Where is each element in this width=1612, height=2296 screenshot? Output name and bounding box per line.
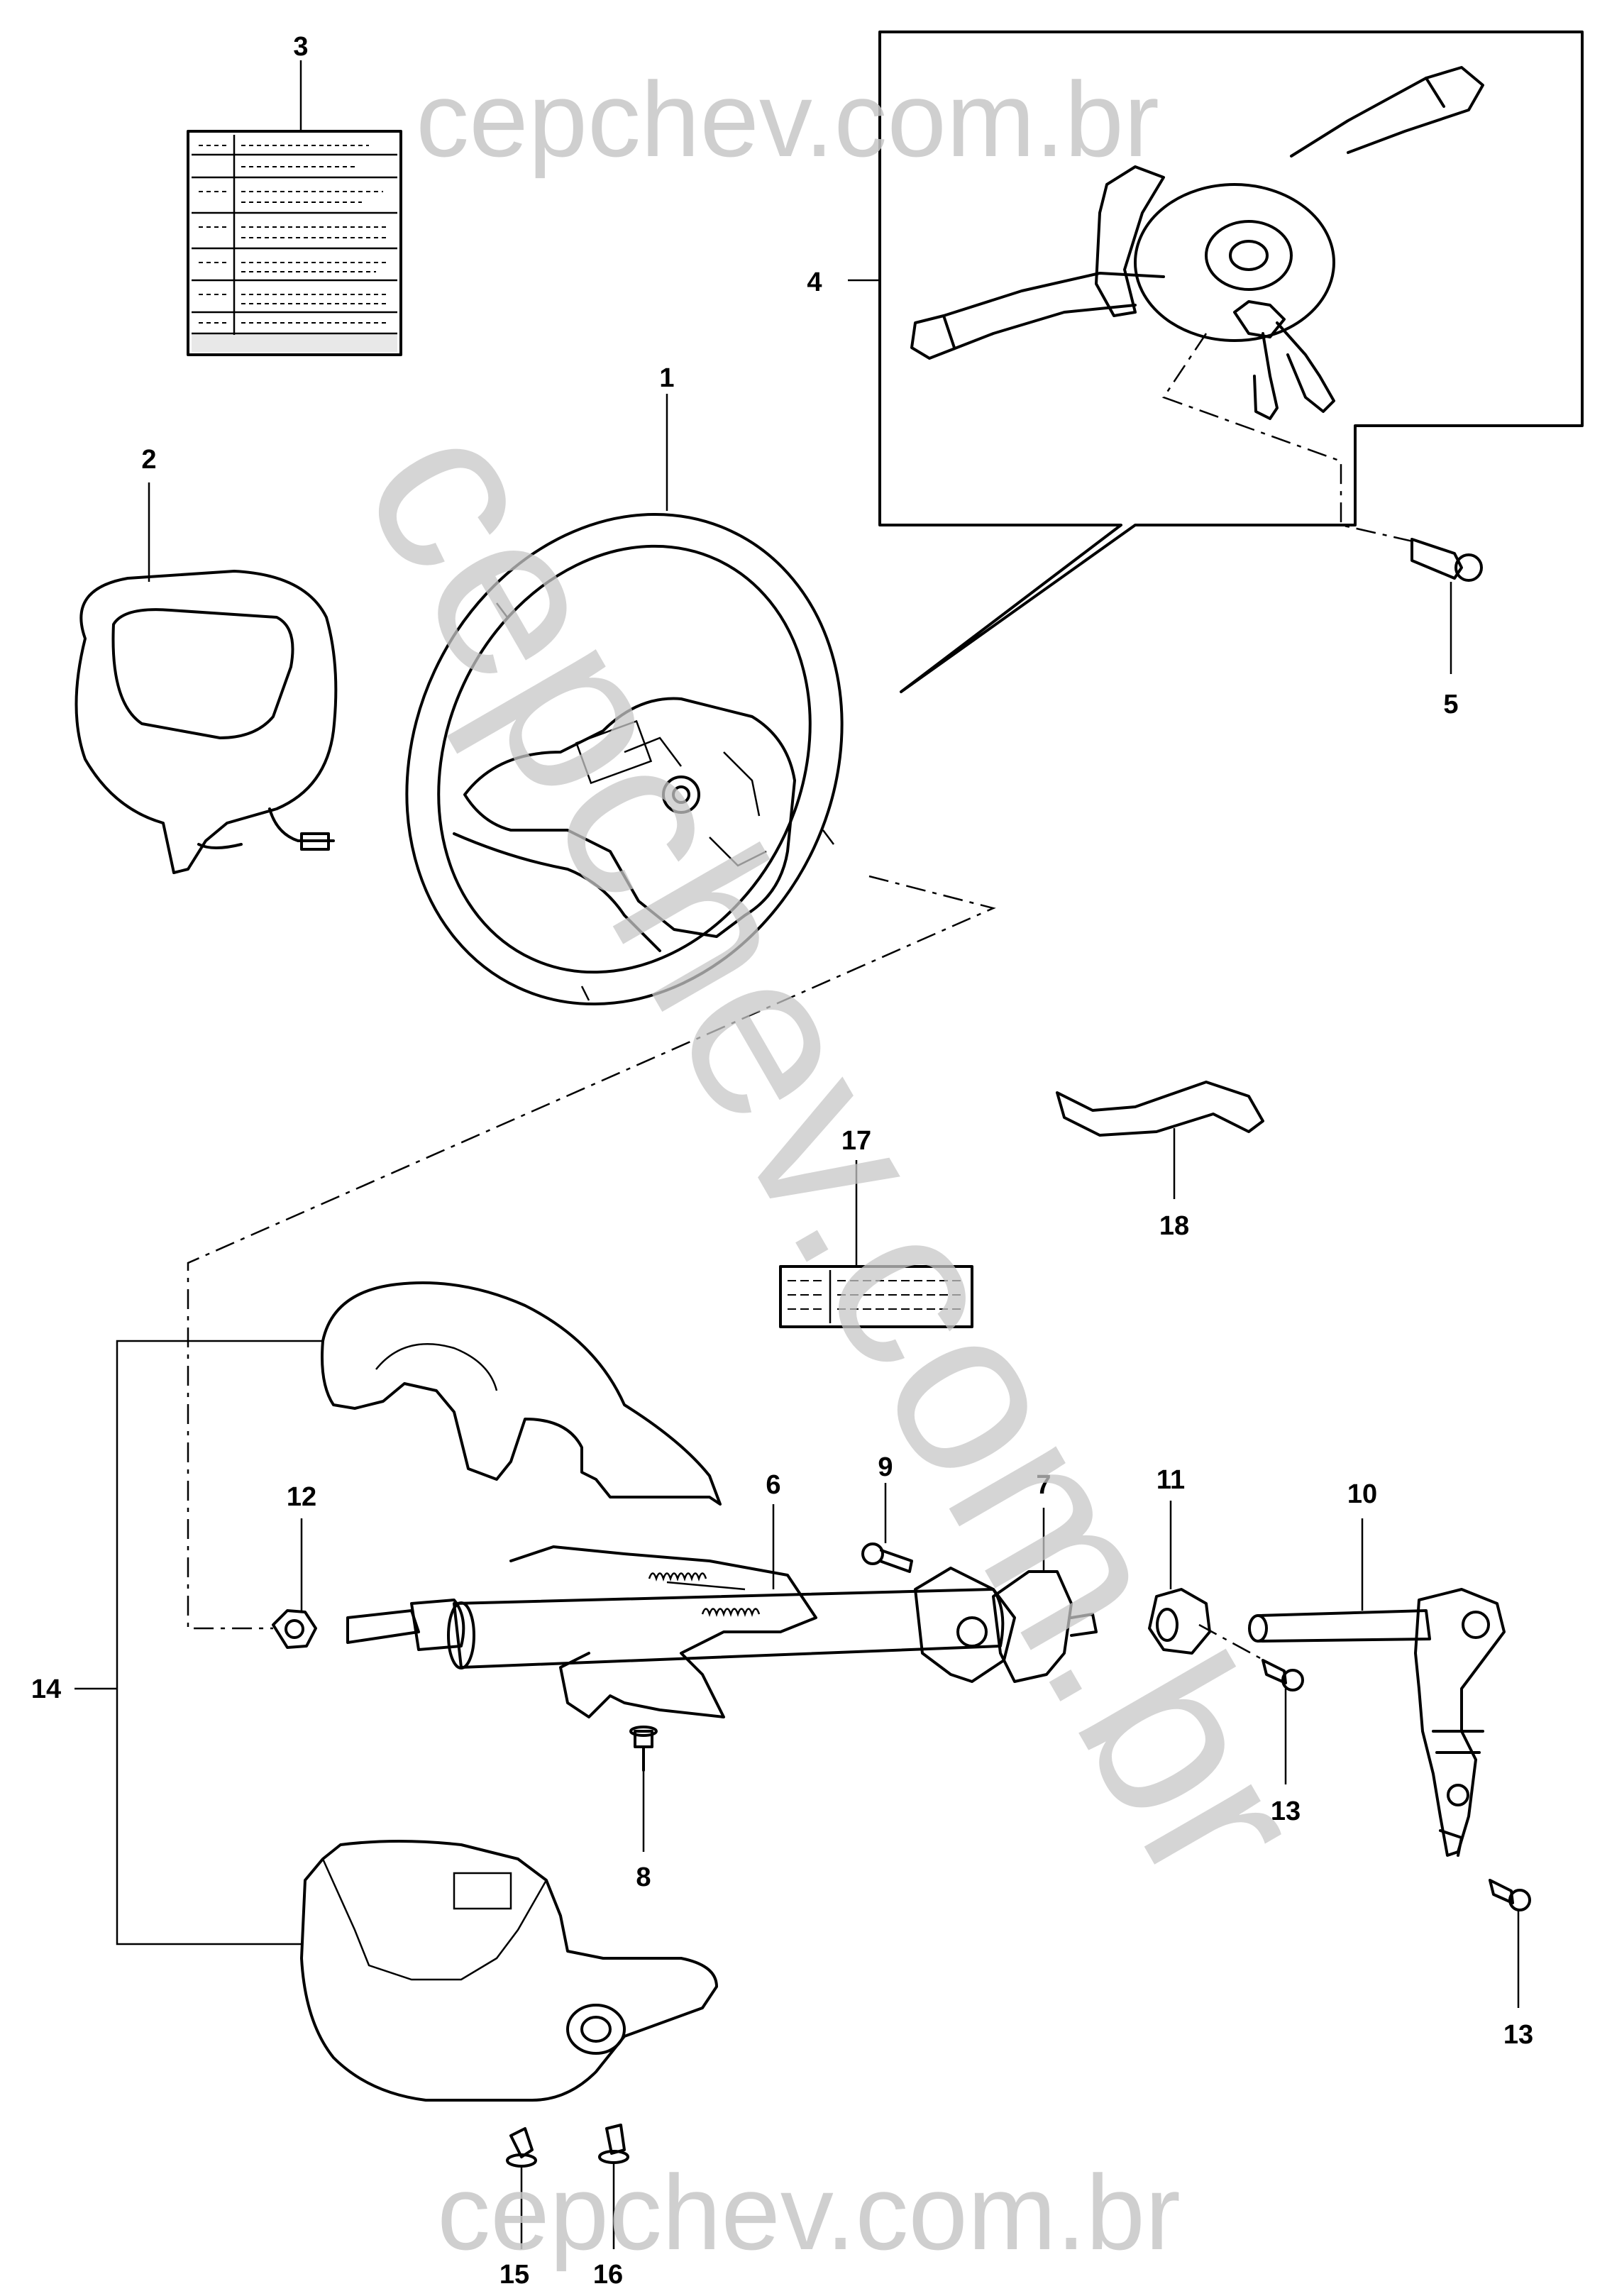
callout-10: 10 <box>1347 1479 1377 1509</box>
callout-7: 7 <box>1036 1470 1051 1500</box>
part-2-airbag-module <box>74 570 338 874</box>
part-5-screw <box>1410 538 1483 582</box>
callout-5: 5 <box>1443 690 1458 719</box>
part-13-bolt-a <box>1262 1659 1304 1691</box>
callout-14: 14 <box>31 1674 61 1704</box>
callout-8: 8 <box>636 1862 651 1892</box>
part-18-bracket <box>1056 1081 1264 1137</box>
watermark-top: cepchev.com.br <box>416 60 1159 179</box>
callout-4: 4 <box>807 267 822 297</box>
part-12-nut <box>272 1609 317 1649</box>
part-17-small-label <box>779 1265 973 1328</box>
part-11-clamp <box>1148 1588 1211 1655</box>
part-16-screw <box>598 2124 629 2164</box>
callout-18: 18 <box>1159 1211 1189 1241</box>
part-6-steering-column <box>346 1545 1016 1718</box>
callout-3: 3 <box>293 32 308 62</box>
part-13-bolt-b <box>1489 1879 1531 1911</box>
callout-15: 15 <box>499 2260 529 2290</box>
part-14-lower-cover <box>300 1840 718 2102</box>
part-1-steering-wheel <box>405 512 844 1006</box>
part-9-bolt <box>861 1542 913 1573</box>
callout-13b: 13 <box>1503 2020 1533 2050</box>
callout-2: 2 <box>141 445 156 475</box>
part-4-combination-switch <box>878 31 1584 693</box>
watermark-bottom: cepchev.com.br <box>437 2153 1181 2272</box>
watermark-diagonal: cepchev.com.br <box>313 377 1359 1926</box>
callout-1: 1 <box>659 363 674 393</box>
part-7-column-bracket <box>992 1570 1098 1683</box>
callout-6: 6 <box>766 1470 780 1500</box>
callout-12: 12 <box>287 1482 316 1512</box>
part-14-upper-cover <box>321 1281 722 1506</box>
callout-13a: 13 <box>1271 1796 1301 1826</box>
callout-17: 17 <box>841 1126 871 1156</box>
part-8-bolt <box>629 1726 658 1772</box>
callout-9: 9 <box>878 1452 893 1482</box>
part-10-intermediate-shaft <box>1248 1588 1506 1857</box>
part-15-screw <box>506 2127 537 2168</box>
callout-11: 11 <box>1156 1465 1185 1495</box>
part-3-warning-label <box>187 130 402 356</box>
callout-16: 16 <box>593 2260 623 2290</box>
